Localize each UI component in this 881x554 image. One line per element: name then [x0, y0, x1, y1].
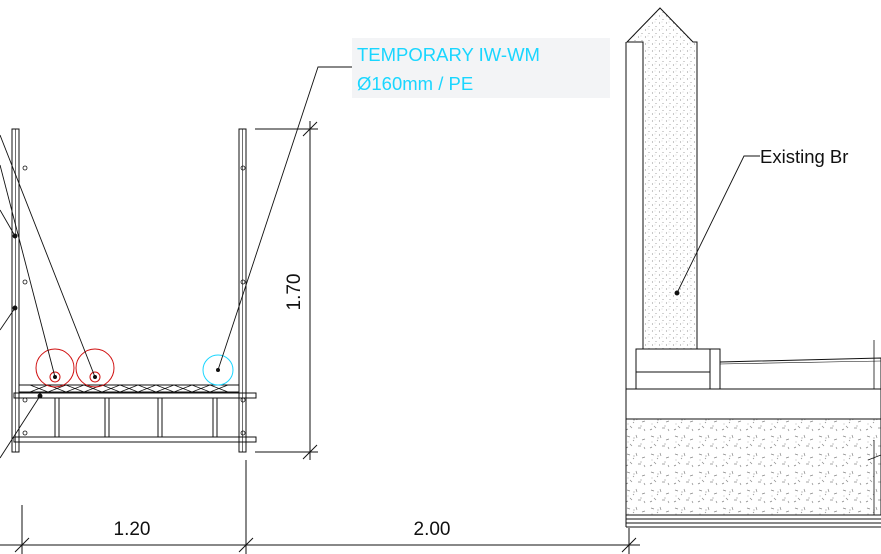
callout-leader — [217, 66, 352, 371]
left-leaders — [0, 134, 96, 459]
panel-pins — [22, 165, 246, 436]
trench-shoring — [11, 128, 257, 453]
cyan-pipe — [202, 354, 234, 386]
gravel-fill — [625, 418, 881, 516]
dim-width-label: 1.20 — [114, 519, 151, 540]
callout-box: TEMPORARY IW-WM Ø160mm / PE — [352, 38, 610, 98]
dimension-depth — [255, 121, 318, 460]
dim-offset-label: 2.00 — [414, 519, 451, 540]
existing-structure — [625, 7, 881, 528]
existing-leader — [674, 155, 760, 296]
pipes — [35, 348, 234, 388]
existing-label: Existing Br — [760, 146, 848, 167]
red-pipe-outer-2 — [75, 348, 115, 388]
dimension-width — [0, 460, 640, 554]
callout-line2: Ø160mm / PE — [357, 73, 473, 94]
callout-line1: TEMPORARY IW-WM — [357, 44, 540, 65]
red-pipe-outer-1 — [35, 348, 75, 388]
dim-depth-label: 1.70 — [284, 274, 305, 311]
